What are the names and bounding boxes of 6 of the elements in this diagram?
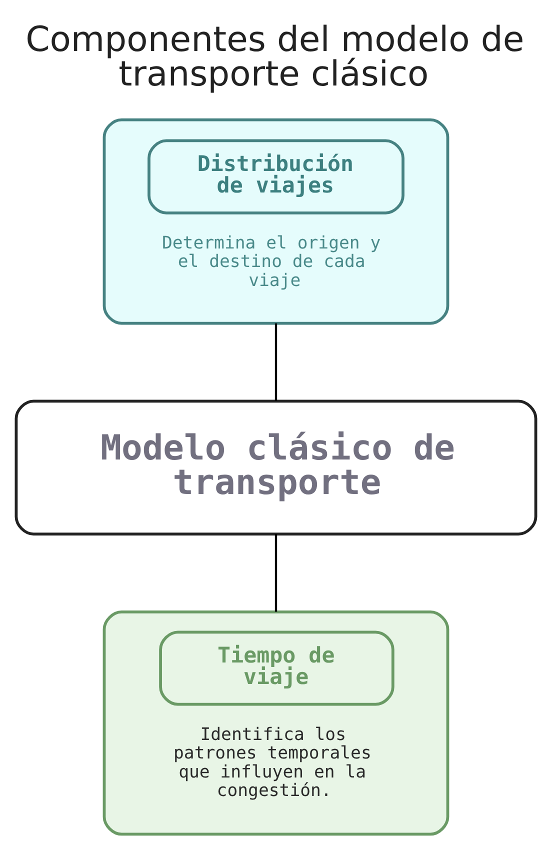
node-box: Modelo clásico de transporte xyxy=(14,399,538,535)
connector xyxy=(274,322,278,400)
connector xyxy=(274,534,278,612)
diagram-title: Componentes del modelo de transporte clásico xyxy=(26,19,524,94)
node-box: Distribución de viajes Determina el origen y el destino de cada viaje xyxy=(102,118,450,324)
node-box: Tiempo de viaje Identifica los patrones temporales que influyen en la congestión. xyxy=(102,610,450,836)
